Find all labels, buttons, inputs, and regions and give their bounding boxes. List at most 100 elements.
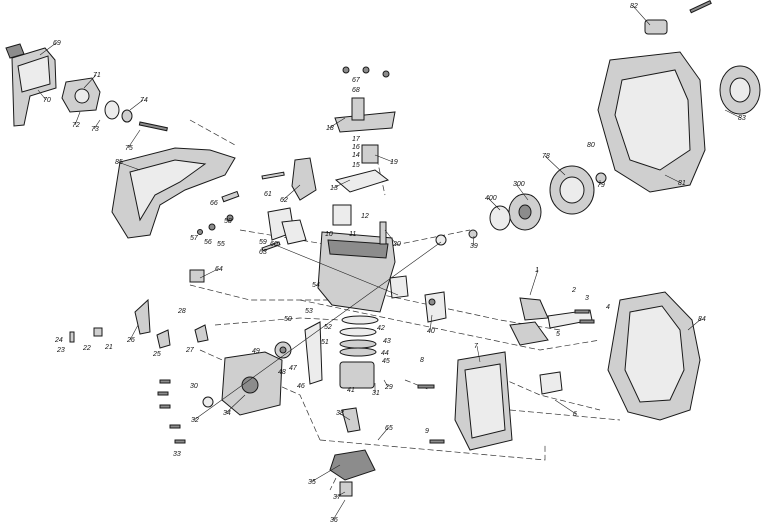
callout-number-7: 7 <box>474 343 479 350</box>
callout-number-20: 20 <box>392 241 401 248</box>
callout-number-3: 3 <box>585 295 589 302</box>
callout-number-59: 59 <box>259 239 267 246</box>
callout-number-26: 26 <box>126 337 135 344</box>
callout-number-41: 41 <box>347 387 355 394</box>
callout-leader-line <box>472 235 475 247</box>
air-filter-housing-part <box>5 43 57 127</box>
callout-leader-line <box>632 5 651 26</box>
callout-number-49: 49 <box>252 348 260 355</box>
fastener-parts-right <box>417 0 712 444</box>
callout-number-30: 30 <box>190 383 198 390</box>
callout-leader-line <box>374 154 394 163</box>
callout-number-27: 27 <box>185 347 195 354</box>
callout-number-37: 37 <box>333 494 342 501</box>
callout-number-42: 42 <box>377 325 385 332</box>
callout-number-17: 17 <box>352 136 361 143</box>
callout-leader-line <box>37 89 47 101</box>
callout-number-10: 10 <box>325 231 333 238</box>
callout-number-51: 51 <box>321 339 329 346</box>
callout-number-84: 84 <box>698 316 706 323</box>
callout-leader-line <box>377 427 389 441</box>
callout-leader-line <box>129 324 139 341</box>
callout-number-16: 16 <box>352 144 360 151</box>
callout-number-56: 56 <box>204 239 212 246</box>
callout-number-67: 67 <box>352 77 361 84</box>
callout-number-52: 52 <box>324 324 332 331</box>
callout-number-25: 25 <box>152 351 161 358</box>
callout-number-81: 81 <box>678 180 686 187</box>
callout-number-65: 65 <box>385 425 393 432</box>
callout-number-60: 60 <box>270 241 278 248</box>
callout-leader-line <box>529 269 539 296</box>
callout-number-71: 71 <box>93 72 101 79</box>
callout-leader-line <box>487 197 501 211</box>
fastener-parts-left <box>69 327 186 444</box>
callout-number-78: 78 <box>542 153 550 160</box>
callout-number-400: 400 <box>485 195 497 202</box>
piston-and-rings-parts <box>339 315 379 389</box>
callout-leader-line <box>310 464 341 483</box>
callout-number-66: 66 <box>210 200 218 207</box>
callout-number-4: 4 <box>606 304 610 311</box>
callout-number-38: 38 <box>336 410 344 417</box>
callout-number-23: 23 <box>56 347 65 354</box>
callout-leader-line <box>429 314 433 332</box>
callout-number-39: 39 <box>470 243 478 250</box>
callout-number-54: 54 <box>312 282 320 289</box>
callout-number-62: 62 <box>280 197 288 204</box>
crankcase-cover-part <box>202 351 283 416</box>
callout-leader-line <box>117 161 141 171</box>
callout-number-36: 36 <box>330 517 338 523</box>
callout-number-50: 50 <box>284 316 292 323</box>
callout-number-33: 33 <box>173 451 181 458</box>
callout-number-79: 79 <box>597 182 605 189</box>
callout-number-9: 9 <box>425 428 429 435</box>
callout-leader-line <box>338 412 351 421</box>
callout-leader-line <box>127 129 141 149</box>
callout-leader-line <box>272 243 399 296</box>
callout-number-64: 64 <box>215 266 223 273</box>
callout-leader-line <box>93 119 101 130</box>
callout-number-22: 22 <box>82 345 91 352</box>
callout-leader-line <box>74 111 81 126</box>
callout-number-35: 35 <box>308 479 316 486</box>
callout-leader-line <box>328 117 346 129</box>
callout-leader-line <box>83 74 97 89</box>
callout-number-11: 11 <box>349 231 356 238</box>
callout-leader-line <box>664 174 682 184</box>
governor-lever-parts <box>134 269 209 349</box>
side-cover-plates <box>389 275 447 323</box>
callout-number-14: 14 <box>352 152 360 159</box>
callout-leader-line <box>332 179 351 189</box>
callout-number-46: 46 <box>297 383 305 390</box>
callout-number-31: 31 <box>372 390 380 397</box>
callout-leader-line <box>129 99 144 111</box>
callout-number-43: 43 <box>383 338 391 345</box>
callout-number-74: 74 <box>140 97 148 104</box>
callout-number-69: 69 <box>53 40 61 47</box>
valve-train-parts <box>334 66 396 193</box>
callout-number-83: 83 <box>738 115 746 122</box>
callout-number-18: 18 <box>326 125 334 132</box>
callout-number-12: 12 <box>361 213 369 220</box>
callout-number-45: 45 <box>382 358 390 365</box>
callout-number-5: 5 <box>556 331 560 338</box>
fuel-tank-cover-part <box>111 147 236 239</box>
fan-housing-part <box>597 19 761 193</box>
callout-number-6: 6 <box>573 411 577 418</box>
engine-cylinder-block-part <box>317 204 396 313</box>
exhaust-pipe-parts <box>509 297 593 346</box>
callout-leader-line <box>384 229 397 245</box>
flywheel-fan-parts <box>435 165 607 246</box>
carburettor-part <box>61 77 101 113</box>
callout-leader-line <box>687 318 702 331</box>
callout-number-1: 1 <box>535 267 539 274</box>
callout-number-40: 40 <box>427 328 435 335</box>
callout-number-53: 53 <box>305 308 313 315</box>
intake-spacer-parts <box>104 100 168 132</box>
callout-leader-line <box>199 268 219 279</box>
callout-number-47: 47 <box>289 365 298 372</box>
crankshaft-parts <box>329 407 376 497</box>
callout-number-70: 70 <box>43 97 51 104</box>
